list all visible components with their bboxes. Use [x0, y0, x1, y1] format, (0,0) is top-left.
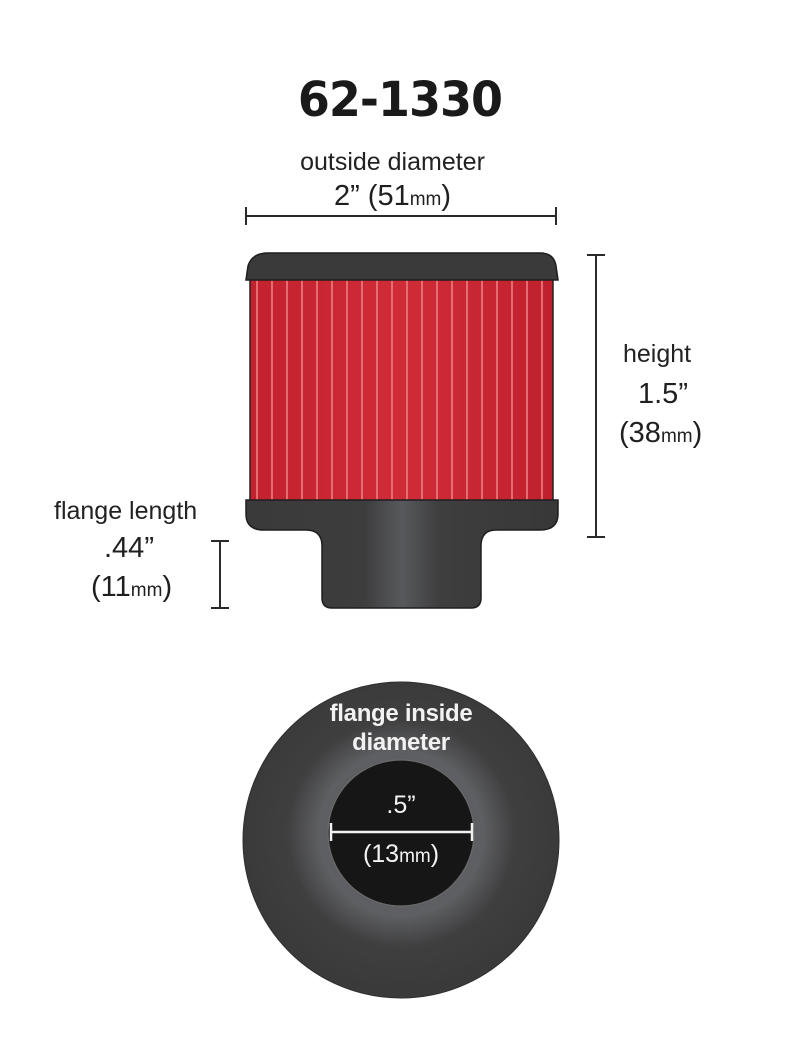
flange-length-dimension-line [211, 540, 229, 609]
flange-inside-diameter-label-line2: diameter [352, 729, 450, 756]
mm-unit: mm [660, 426, 693, 447]
flange-length-inches: .44” [104, 532, 154, 564]
paren-open: ( [362, 840, 372, 868]
outside-diameter-value: 2” (51mm) [0, 180, 785, 213]
height-mm: 38 [628, 417, 661, 449]
paren-close: ) [441, 180, 452, 212]
inside-diameter-dimension-line [329, 823, 474, 841]
filter-pleats [250, 276, 553, 504]
paren-open: ( [91, 571, 101, 603]
outside-diameter-mm: 51 [377, 180, 410, 212]
bottom-cap-flange [245, 499, 559, 609]
mm-unit: mm [399, 846, 431, 867]
paren-close: ) [162, 571, 173, 603]
paren-close: ) [692, 417, 703, 449]
filter-bottom-view [242, 681, 560, 999]
flange-length-label: flange length [54, 497, 198, 525]
height-dimension-line [587, 254, 605, 538]
mm-unit: mm [130, 580, 163, 601]
height-mm-value: (38mm) [619, 417, 702, 450]
top-cap [245, 252, 559, 281]
filter-side-view [245, 252, 559, 609]
flange-length-mm: 11 [100, 571, 131, 603]
paren-close: ) [430, 840, 440, 868]
flange-inside-diameter-mm: 13 [371, 840, 400, 868]
height-label: height [623, 340, 692, 368]
flange-inside-diameter-mm-value: (13mm) [331, 840, 471, 869]
flange-length-mm-value: (11mm) [91, 571, 172, 604]
flange-inside-diameter-label-line1: flange inside [329, 700, 473, 727]
outside-diameter-inches: 2” [333, 180, 360, 212]
flange-inside-diameter-inches: .5” [386, 791, 416, 819]
part-number-title: 62-1330 [297, 70, 503, 128]
paren-open: ( [619, 417, 629, 449]
outside-diameter-label: outside diameter [300, 148, 485, 176]
outside-diameter-dimension-line [245, 207, 557, 225]
paren-open: ( [367, 180, 378, 212]
height-inches: 1.5” [638, 378, 688, 410]
mm-unit: mm [409, 189, 442, 210]
